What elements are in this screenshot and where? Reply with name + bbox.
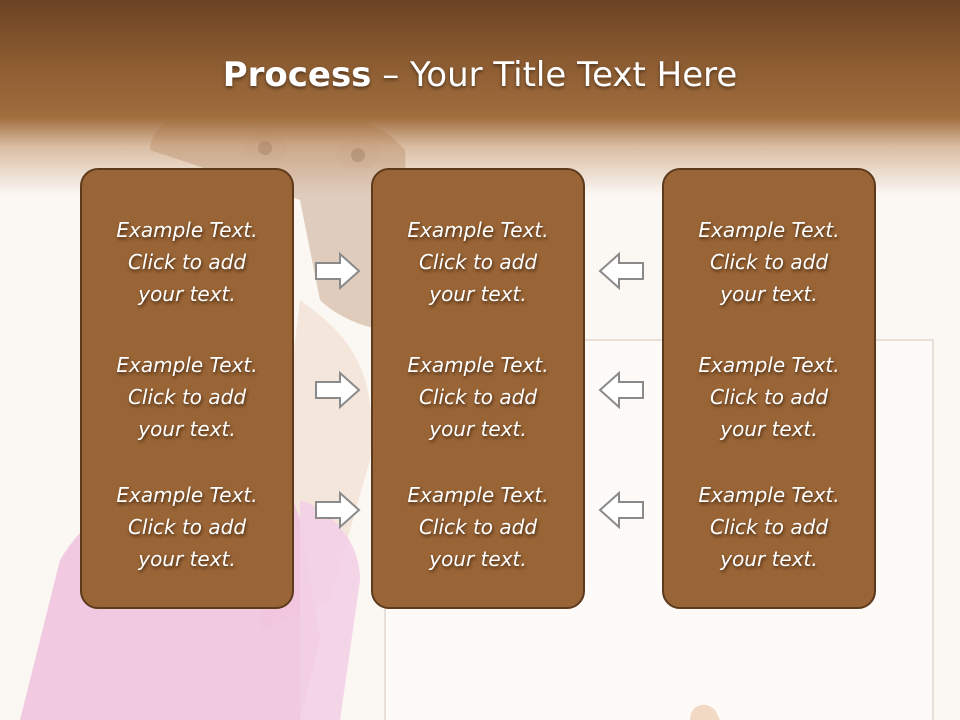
text-placeholder[interactable]: Example Text. Click to add your text. bbox=[698, 218, 840, 306]
slide-title[interactable]: Process – Your Title Text Here bbox=[0, 52, 960, 98]
text-placeholder[interactable]: Example Text. Click to add your text. bbox=[407, 353, 549, 441]
process-box-center[interactable]: Example Text. Click to add your text. Ex… bbox=[371, 168, 585, 609]
title-band bbox=[0, 0, 960, 195]
left-arrow-icon bbox=[598, 251, 644, 291]
right-arrow-icon bbox=[315, 370, 361, 410]
left-arrow-icon bbox=[598, 370, 644, 410]
text-placeholder[interactable]: Example Text. Click to add your text. bbox=[116, 353, 258, 441]
right-arrow-icon bbox=[315, 490, 361, 530]
text-placeholder[interactable]: Example Text. Click to add your text. bbox=[407, 483, 549, 571]
text-placeholder[interactable]: Example Text. Click to add your text. bbox=[698, 483, 840, 571]
title-bold: Process bbox=[222, 55, 372, 95]
text-placeholder[interactable]: Example Text. Click to add your text. bbox=[116, 483, 258, 571]
right-arrow-icon bbox=[315, 251, 361, 291]
left-arrow-icon bbox=[598, 490, 644, 530]
process-box-left[interactable]: Example Text. Click to add your text. Ex… bbox=[80, 168, 294, 609]
text-placeholder[interactable]: Example Text. Click to add your text. bbox=[698, 353, 840, 441]
process-box-right[interactable]: Example Text. Click to add your text. Ex… bbox=[662, 168, 876, 609]
text-placeholder[interactable]: Example Text. Click to add your text. bbox=[407, 218, 549, 306]
text-placeholder[interactable]: Example Text. Click to add your text. bbox=[116, 218, 258, 306]
title-rest: – Your Title Text Here bbox=[371, 55, 738, 95]
